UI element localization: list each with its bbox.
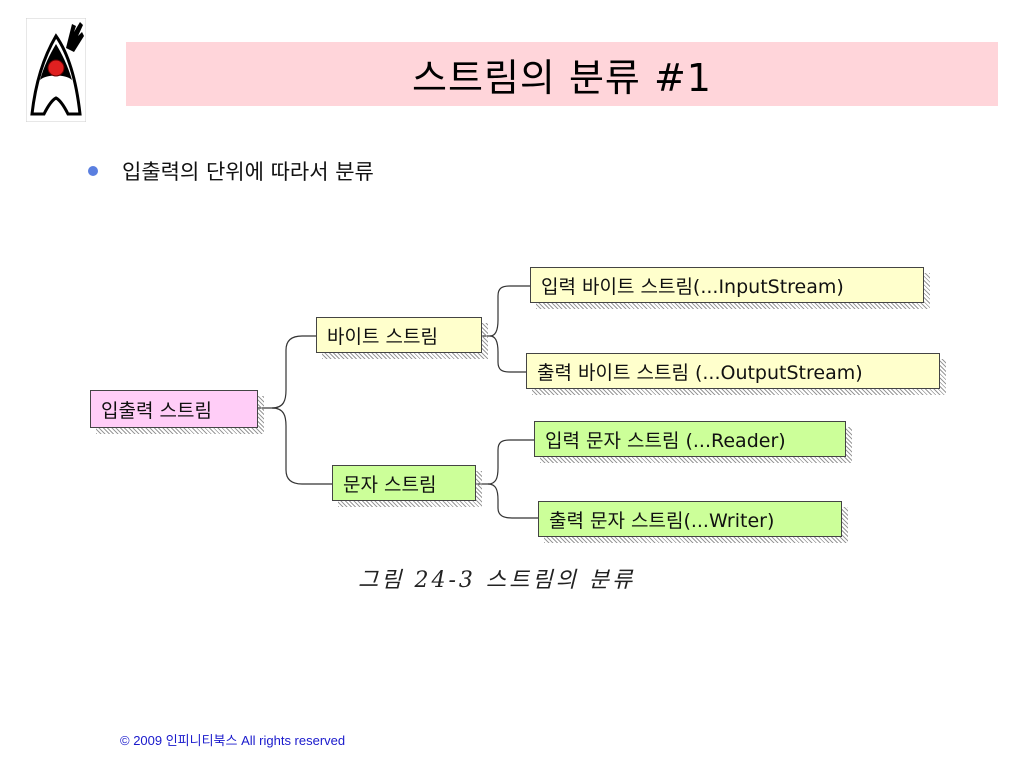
figure-caption: 그림 24-3 스트림의 분류 (358, 568, 636, 593)
node-label: 입력 문자 스트림 (...Reader) (545, 429, 786, 452)
connector-root-byte (271, 335, 316, 409)
node-label: 입출력 스트림 (101, 399, 212, 422)
node-byte-stream: 바이트 스트림 (316, 317, 482, 353)
connector-root-char (271, 407, 332, 485)
connector-byte-input (489, 285, 530, 337)
connector-char-input (487, 439, 534, 485)
node-char-stream: 문자 스트림 (332, 465, 476, 501)
bullet-item: 입출력의 단위에 따라서 분류 (88, 156, 374, 186)
node-label: 출력 바이트 스트림 (...OutputStream) (537, 361, 863, 384)
node-label: 문자 스트림 (343, 473, 437, 496)
node-label: 입력 바이트 스트림(...InputStream) (541, 275, 844, 298)
connector-byte-output (489, 335, 526, 373)
node-char-output-stream: 출력 문자 스트림(...Writer) (538, 501, 842, 537)
node-io-stream: 입출력 스트림 (90, 390, 258, 428)
bullet-dot-icon (88, 166, 98, 176)
title-bar: 스트림의 분류 #1 (126, 42, 998, 106)
node-char-input-stream: 입력 문자 스트림 (...Reader) (534, 421, 846, 457)
bullet-text: 입출력의 단위에 따라서 분류 (122, 160, 374, 184)
copyright-footer: © 2009 인피니티북스 All rights reserved (120, 733, 346, 748)
connector-char-output (487, 483, 538, 519)
java-duke-icon (26, 18, 86, 122)
page-title: 스트림의 분류 #1 (412, 55, 712, 100)
node-label: 출력 문자 스트림(...Writer) (549, 509, 775, 532)
node-byte-input-stream: 입력 바이트 스트림(...InputStream) (530, 267, 924, 303)
node-byte-output-stream: 출력 바이트 스트림 (...OutputStream) (526, 353, 940, 389)
node-label: 바이트 스트림 (327, 325, 438, 348)
